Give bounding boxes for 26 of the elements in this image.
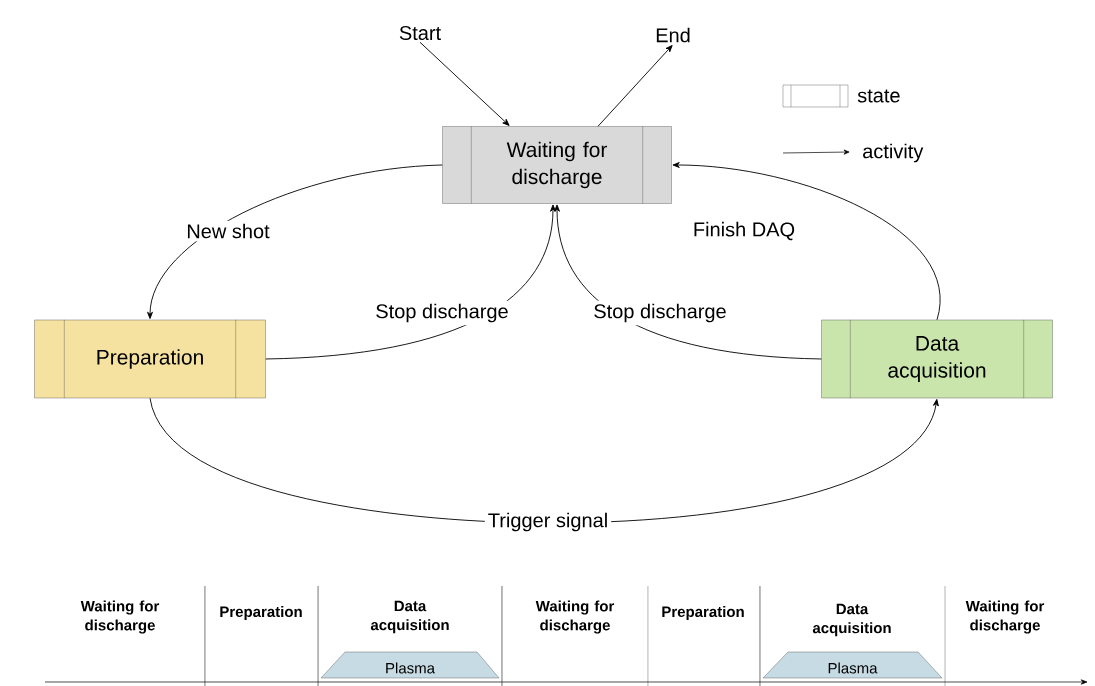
plasma-trapezoid: Plasma [762,651,943,679]
timeline-phase-label: Waiting for discharge [80,600,160,634]
timeline-phase-label: Preparation [220,606,302,620]
state-box: Preparation [34,319,266,399]
arrow [672,162,941,321]
endpoint-label: End [656,27,690,43]
edge-label: Stop discharge [372,300,512,326]
arrow [147,164,443,319]
state-box: Data acquisition [821,319,1053,399]
edge-label: Finish DAQ [689,218,799,244]
edge-label: Stop discharge [590,300,730,326]
timeline-phase-label: Data acquisition [812,603,891,637]
timeline-phase-label: Data acquisition [370,600,449,634]
legend-label: activity [863,143,924,163]
state-box: Waiting for discharge [442,126,672,204]
endpoint-label: Start [399,25,441,41]
legend-label: state [857,89,900,103]
edge-label: New shot [183,220,273,242]
timeline-phase-label: Waiting for discharge [965,600,1045,634]
edge-label: Trigger signal [484,509,612,535]
timeline-phase-label: Waiting for discharge [535,600,615,634]
plasma-trapezoid: Plasma [320,651,500,679]
arrow [597,45,673,127]
arrow [419,41,510,126]
arrow [554,204,822,360]
timeline-phase-label: Preparation [662,606,744,620]
